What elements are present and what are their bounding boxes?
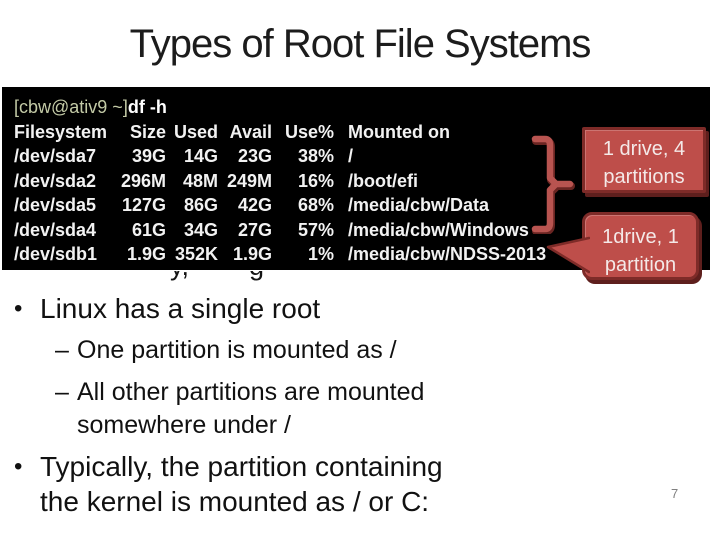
table-row: /dev/sdb1 1.9G 352K 1.9G 1% /media/cbw/N… <box>14 242 710 267</box>
cell-avail: 249M <box>226 170 272 191</box>
callout-drive-4-partitions: 1 drive, 4 partitions <box>582 127 706 193</box>
col-header-filesystem: Filesystem <box>14 121 108 142</box>
col-header-size: Size <box>129 121 166 142</box>
cell-use: 57% <box>297 219 334 240</box>
bullet-text: Linux has a single root <box>40 293 321 324</box>
cell-filesystem: /dev/sdb1 <box>14 244 98 264</box>
cell-mount: / <box>348 146 354 166</box>
col-header-used: Used <box>173 121 218 142</box>
cell-used: 352K <box>174 244 218 264</box>
cell-avail: 27G <box>237 219 272 240</box>
bullet-icon: • <box>14 453 23 480</box>
cell-mount: /boot/efi <box>348 170 418 191</box>
cell-use: 38% <box>297 146 334 166</box>
table-row: /dev/sda5 127G 86G 42G 68% /media/cbw/Da… <box>14 193 710 218</box>
cell-filesystem: /dev/sda7 <box>14 146 97 166</box>
sub-bullet-text: One partition is mounted as / <box>77 336 397 364</box>
cell-used: 48M <box>182 170 218 191</box>
cell-use: 68% <box>297 195 334 215</box>
cell-mount: /media/cbw/Data <box>348 195 490 215</box>
page-title: Types of Root File Systems <box>129 22 592 66</box>
bullet-item: • Linux has a single root <box>14 292 654 325</box>
col-header-use: Use% <box>284 121 334 142</box>
dash-icon: – <box>55 378 69 406</box>
col-header-avail: Avail <box>229 121 272 142</box>
cell-use: 16% <box>297 170 334 191</box>
cell-use: 1% <box>307 244 334 264</box>
cell-filesystem: /dev/sda2 <box>14 170 97 191</box>
cell-avail: 23G <box>237 146 272 166</box>
terminal-header-row: Filesystem Size Used Avail Use% Mounted … <box>14 120 710 145</box>
sub-bullet-item: – One partition is mounted as / <box>55 334 654 367</box>
bullet-icon: • <box>14 295 23 322</box>
cell-mount: /media/cbw/Windows <box>348 219 529 240</box>
cell-size: 296M <box>120 170 166 191</box>
bullet-text: Typically, the partition containing the … <box>40 451 443 517</box>
cell-filesystem: /dev/sda4 <box>14 219 97 240</box>
dash-icon: – <box>55 336 69 364</box>
callout-tail-icon <box>546 236 590 274</box>
clipped-text-fragment: y, g <box>0 271 420 281</box>
terminal-prompt: [cbw@ativ9 ~] <box>14 97 128 117</box>
bullet-group-linux-root: • Linux has a single root – One partitio… <box>14 292 654 442</box>
clipped-glyph: y, <box>170 271 189 281</box>
cell-used: 86G <box>183 195 218 215</box>
terminal-prompt-line: [cbw@ativ9 ~] df -h <box>14 95 710 120</box>
table-row: /dev/sda7 39G 14G 23G 38% / <box>14 144 710 169</box>
bullet-group-kernel-partition: • Typically, the partition containing th… <box>14 449 674 519</box>
page-number: 7 <box>671 486 679 501</box>
cell-filesystem: /dev/sda5 <box>14 195 97 215</box>
right-brace-shape <box>531 135 575 234</box>
cell-mount: /media/cbw/NDSS-2013 <box>348 244 547 264</box>
sub-bullet-item: – All other partitions are mounted somew… <box>55 376 654 442</box>
cell-avail: 42G <box>237 195 272 215</box>
cell-size: 1.9G <box>126 244 166 264</box>
cell-avail: 1.9G <box>232 244 272 264</box>
table-row: /dev/sda4 61G 34G 27G 57% /media/cbw/Win… <box>14 218 710 243</box>
cell-size: 39G <box>131 146 166 166</box>
bullet-item: • Typically, the partition containing th… <box>14 449 674 519</box>
sub-bullet-text: All other partitions are mounted somewhe… <box>77 378 425 439</box>
cell-size: 61G <box>131 219 166 240</box>
terminal-command: df -h <box>127 97 167 117</box>
clipped-glyph: g <box>249 271 264 281</box>
table-row: /dev/sda2 296M 48M 249M 16% /boot/efi <box>14 169 710 194</box>
cell-used: 34G <box>183 219 218 240</box>
col-header-mounted-on: Mounted on <box>348 121 450 142</box>
cell-used: 14G <box>183 146 218 166</box>
cell-size: 127G <box>121 195 166 215</box>
callout-drive-1-partition: 1drive, 1 partition <box>582 212 699 280</box>
